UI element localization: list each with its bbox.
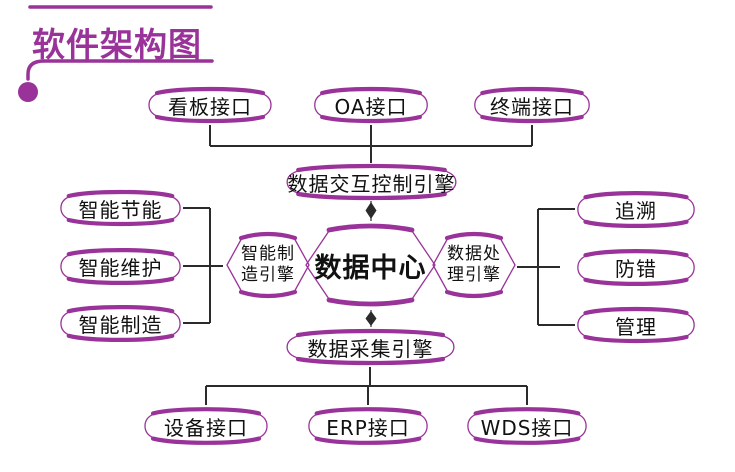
node-data-collection-engine: 数据采集引擎 [283,327,458,367]
node-oa-interface: OA接口 [312,85,430,125]
plaque-shape [58,188,183,228]
plaque-shape [58,303,183,344]
node-label-line1: 数据处 [447,243,501,264]
double-arrow-bottom-icon [365,311,377,326]
node-trace: 追溯 [575,189,697,230]
connector-top-tree [209,125,533,163]
hexagon-shape [224,229,312,301]
node-label: 设备接口 [164,415,248,440]
node-smart-manufacturing: 智能制造 [58,303,183,344]
node-label-line1: 智能制 [241,243,295,264]
node-label: 数据处理引擎 [430,229,518,301]
node-label-line2: 造引擎 [241,265,295,285]
connector-bottom-tree [205,367,528,405]
plaque-shape [306,405,430,447]
node-label-line2: 理引擎 [447,265,501,285]
node-label: 防错 [615,257,657,281]
node-label: 智能制造 [78,313,163,337]
plaque-shape [575,189,697,230]
node-label: 管理 [615,314,657,339]
node-device-interface: 设备接口 [142,405,270,447]
node-terminal-interface: 终端接口 [472,85,592,125]
node-smart-energy-saving: 智能节能 [58,188,183,228]
double-arrow-top-icon [365,202,377,219]
hexagon-shape [303,220,438,310]
node-data-interaction-engine: 数据交互控制引擎 [283,162,460,202]
plaque-shape [312,85,430,125]
node-label: 看板接口 [168,94,252,119]
connector-left-bracket [183,207,223,324]
plaque-shape [146,85,274,125]
plaque-shape [575,305,697,345]
plaque-shape [283,327,458,367]
node-erp-interface: ERP接口 [306,405,430,447]
title-bottom-line [26,59,214,81]
plaque-shape [283,162,460,202]
plaque-shape [472,85,592,125]
node-label: 智能节能 [78,197,163,222]
hexagon-shape [430,229,518,301]
node-smart-manufacturing-engine: 智能制造引擎 [224,229,312,301]
node-label: 追溯 [615,199,657,223]
node-kanban-interface: 看板接口 [146,85,274,125]
title-decoration [18,5,214,102]
node-label: 终端接口 [490,94,574,119]
node-label: 数据交互控制引擎 [287,171,456,196]
page-title: 软件架构图 [32,25,202,64]
node-label: 数据中心 [314,252,427,284]
node-label: ERP接口 [326,415,410,440]
plaque-shape [465,405,589,447]
plaque-shape [142,405,270,447]
plaque-shape [575,247,697,288]
node-label: 数据采集引擎 [307,336,434,361]
node-label: 智能维护 [78,256,163,280]
node-wds-interface: WDS接口 [465,405,589,447]
node-label: 智能制造引擎 [224,229,312,301]
node-smart-maintenance: 智能维护 [58,246,183,287]
node-data-center: 数据中心 [303,220,438,310]
node-label: WDS接口 [480,415,574,440]
node-data-processing-engine: 数据处理引擎 [430,229,518,301]
title-dot-icon [18,82,38,102]
plaque-shape [58,246,183,287]
node-label: OA接口 [334,94,408,119]
node-error-proofing: 防错 [575,247,697,288]
node-management: 管理 [575,305,697,345]
connector-right-bracket [517,208,575,326]
